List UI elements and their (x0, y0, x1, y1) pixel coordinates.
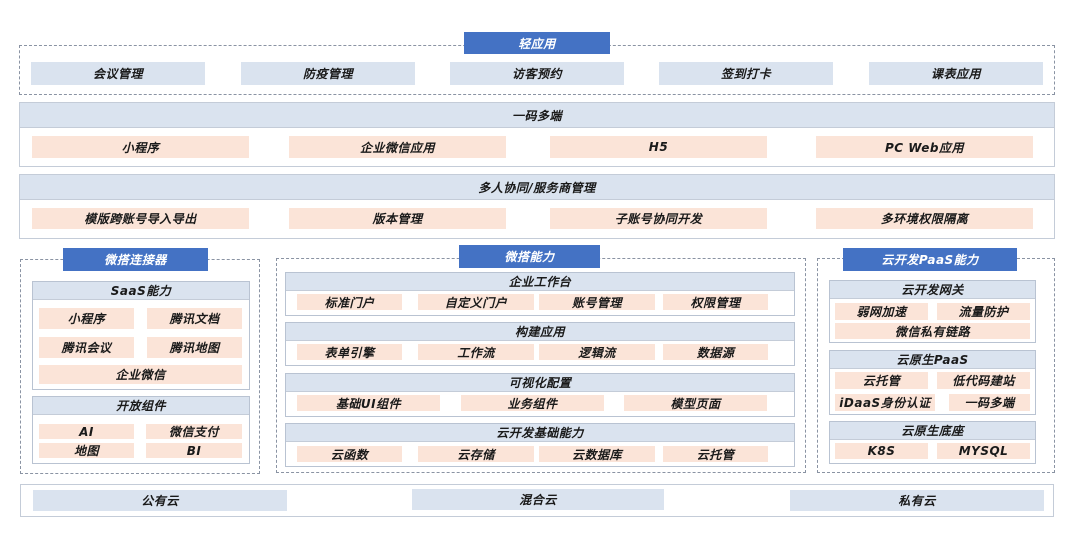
workbench-item[interactable]: 权限管理 (663, 294, 768, 310)
workbench-title: 企业工作台 (286, 273, 794, 291)
paas-title: 云开发PaaS能力 (843, 248, 1017, 271)
connector-title: 微搭连接器 (63, 248, 208, 271)
light-app-item[interactable]: 会议管理 (31, 62, 205, 85)
capability-title: 微搭能力 (459, 245, 600, 268)
native-paas-item[interactable]: 低代码建站 (937, 372, 1030, 389)
gateway-title: 云开发网关 (830, 281, 1035, 299)
cloud-basic-item[interactable]: 云函数 (297, 446, 402, 462)
build-app-title: 构建应用 (286, 323, 794, 341)
open-component-item[interactable]: 微信支付 (146, 424, 242, 439)
native-paas-title: 云原生PaaS (830, 351, 1035, 369)
build-app-item[interactable]: 逻辑流 (539, 344, 655, 360)
platform-item[interactable]: 小程序 (32, 136, 249, 158)
open-components-title: 开放组件 (33, 397, 249, 415)
native-paas-item[interactable]: 云托管 (835, 372, 928, 389)
collaboration-item[interactable]: 多环境权限隔离 (816, 208, 1033, 229)
visual-config-item[interactable]: 业务组件 (461, 395, 604, 411)
collaboration-title: 多人协同/服务商管理 (20, 175, 1054, 200)
visual-config-item[interactable]: 基础UI组件 (297, 395, 440, 411)
native-base-title: 云原生底座 (830, 422, 1035, 440)
collaboration-item[interactable]: 模版跨账号导入导出 (32, 208, 249, 229)
light-app-item[interactable]: 课表应用 (869, 62, 1043, 85)
cloud-basic-title: 云开发基础能力 (286, 424, 794, 442)
cloud-basic-item[interactable]: 云存储 (418, 446, 534, 462)
open-component-item[interactable]: BI (146, 443, 242, 458)
build-app-item[interactable]: 数据源 (663, 344, 768, 360)
gateway-item[interactable]: 微信私有链路 (835, 323, 1030, 339)
workbench-item[interactable]: 自定义门户 (418, 294, 534, 310)
gateway-item[interactable]: 流量防护 (937, 303, 1030, 320)
visual-config-item[interactable]: 模型页面 (624, 395, 767, 411)
build-app-item[interactable]: 工作流 (418, 344, 534, 360)
saas-item[interactable]: 企业微信 (39, 365, 242, 384)
collaboration-item[interactable]: 版本管理 (289, 208, 506, 229)
light-apps-title: 轻应用 (464, 32, 610, 54)
platform-item[interactable]: PC Web应用 (816, 136, 1033, 158)
native-paas-item[interactable]: 一码多端 (949, 394, 1030, 411)
native-base-item[interactable]: K8S (835, 443, 928, 459)
open-component-item[interactable]: AI (39, 424, 134, 439)
collaboration-item[interactable]: 子账号协同开发 (550, 208, 767, 229)
platform-item[interactable]: 企业微信应用 (289, 136, 506, 158)
open-component-item[interactable]: 地图 (39, 443, 134, 458)
cloud-item[interactable]: 私有云 (790, 490, 1044, 511)
cloud-basic-item[interactable]: 云数据库 (539, 446, 655, 462)
platform-item[interactable]: H5 (550, 136, 767, 158)
build-app-item[interactable]: 表单引擎 (297, 344, 402, 360)
saas-item[interactable]: 小程序 (39, 308, 134, 329)
cloud-item[interactable]: 公有云 (33, 490, 287, 511)
saas-item[interactable]: 腾讯会议 (39, 337, 134, 358)
saas-title: SaaS能力 (33, 282, 249, 300)
light-app-item[interactable]: 访客预约 (450, 62, 624, 85)
light-app-item[interactable]: 防疫管理 (241, 62, 415, 85)
saas-item[interactable]: 腾讯文档 (147, 308, 242, 329)
workbench-item[interactable]: 标准门户 (297, 294, 402, 310)
cloud-item[interactable]: 混合云 (412, 489, 664, 510)
light-app-item[interactable]: 签到打卡 (659, 62, 833, 85)
visual-config-title: 可视化配置 (286, 374, 794, 392)
cloud-basic-item[interactable]: 云托管 (663, 446, 768, 462)
native-base-item[interactable]: MYSQL (937, 443, 1030, 459)
saas-item[interactable]: 腾讯地图 (147, 337, 242, 358)
gateway-item[interactable]: 弱网加速 (835, 303, 928, 320)
workbench-item[interactable]: 账号管理 (539, 294, 655, 310)
multi-platform-title: 一码多端 (20, 103, 1054, 128)
native-paas-item[interactable]: iDaaS身份认证 (835, 394, 935, 411)
